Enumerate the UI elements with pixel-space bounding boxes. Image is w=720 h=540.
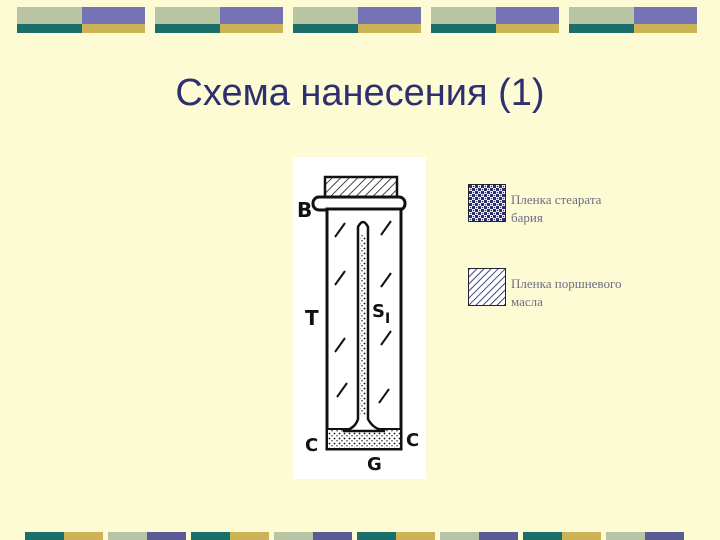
top-band-block [155,7,283,33]
top-band-block [569,7,697,33]
label-g: G [367,454,382,475]
label-c-right: C [406,430,419,451]
capillary-diagram: B T S I C C G [293,157,426,479]
top-band-block [431,7,559,33]
slide-title: Схема нанесения (1) [175,72,545,114]
top-band-block [293,7,421,33]
label-s-subscript: I [385,311,390,327]
legend-label-stearate: Пленка стеарата бария [511,192,602,225]
legend-swatch-oil [468,268,506,306]
label-c-left: C [305,435,318,456]
bottom-decorative-band [0,532,720,540]
label-t: T [305,306,319,330]
legend-label-oil: Пленка поршневого масла [511,276,622,309]
legend-swatch-stearate [468,184,506,222]
top-decorative-band [0,0,720,40]
top-band-block [17,7,145,33]
label-s: S [372,301,385,322]
label-b: B [297,198,312,222]
